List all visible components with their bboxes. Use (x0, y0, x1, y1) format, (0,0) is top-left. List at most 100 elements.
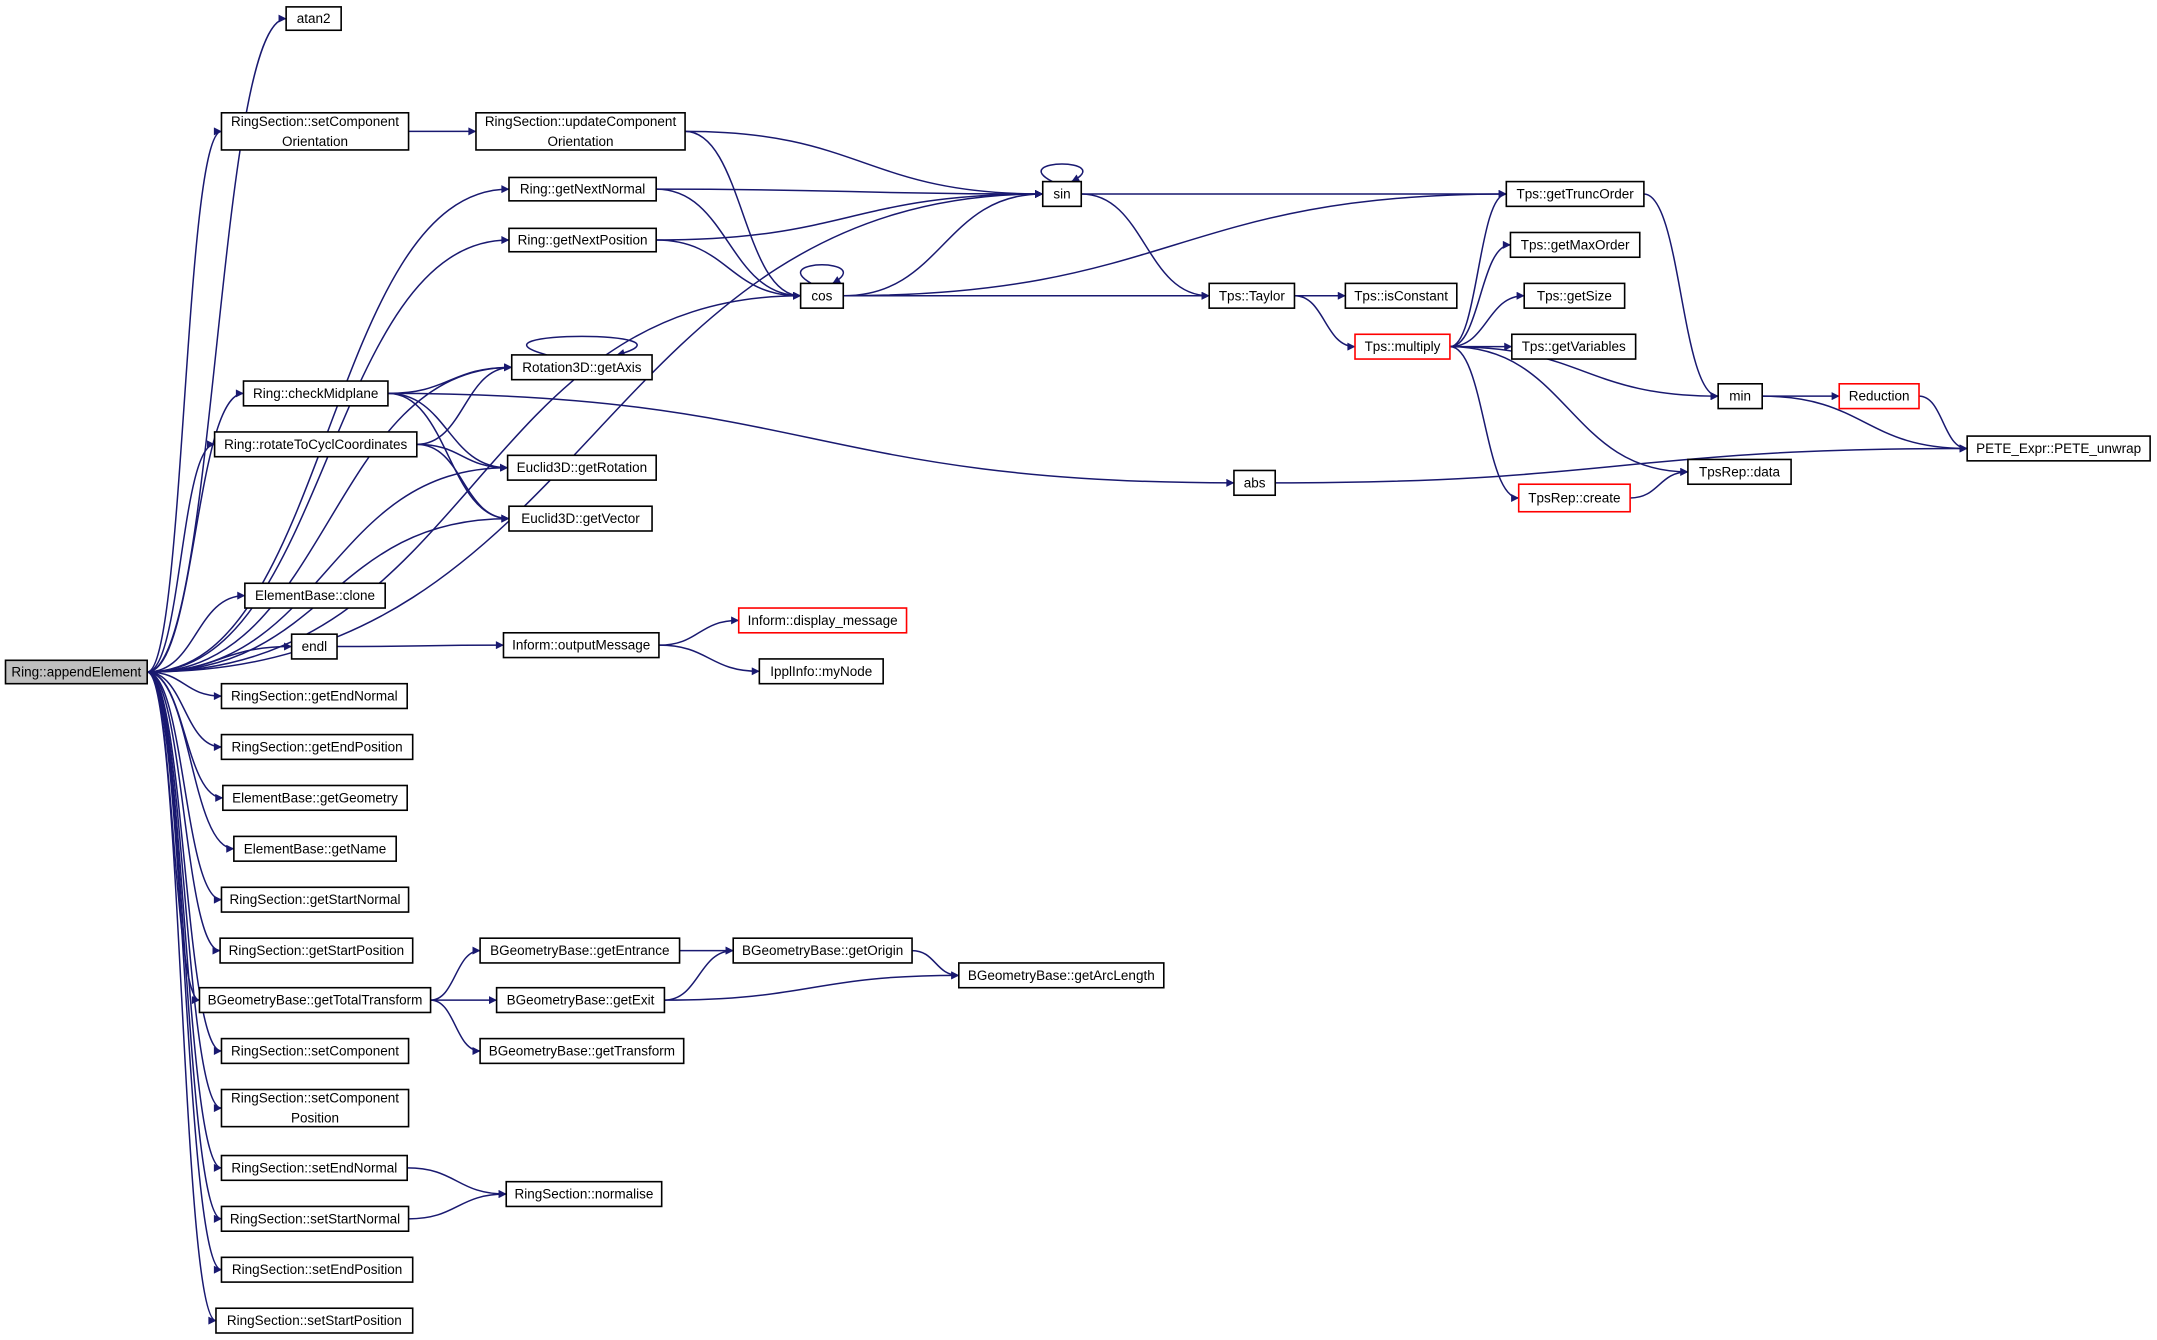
node-box (506, 454, 657, 481)
edge-n17-n21 (1762, 395, 1968, 453)
edge-n0-n26 (147, 591, 246, 673)
node-ringsection-setstartnormal[interactable]: RingSection::setStartNormal (220, 1205, 410, 1232)
node-ringsection-setstartposition[interactable]: RingSection::setStartPosition (215, 1307, 414, 1334)
edge-n3-n6 (685, 130, 1044, 198)
node-box (479, 1037, 685, 1065)
node-bgeometrybase-getexit[interactable]: BGeometryBase::getExit (495, 986, 666, 1014)
node-ringsection-setcomponent[interactable]: RingSection::setComponent (220, 1037, 410, 1065)
node-box (220, 886, 410, 913)
edge-n16-n20 (387, 392, 509, 472)
node-ring-checkmidplane[interactable]: Ring::checkMidplane (242, 380, 389, 407)
node-ringsection-getstartposition[interactable]: RingSection::getStartPosition (219, 937, 414, 964)
node-elementbase-clone[interactable]: ElementBase::clone (244, 582, 386, 609)
node-cos[interactable]: cos (799, 282, 845, 309)
node-bgeometrybase-getorigin[interactable]: BGeometryBase::getOrigin (732, 937, 913, 964)
node-rotation3d-getaxis[interactable]: Rotation3D::getAxis (510, 354, 653, 381)
node-label: RingSection::setComponent (231, 1091, 399, 1106)
node-box (508, 227, 657, 253)
node-bgeometrybase-getentrance[interactable]: BGeometryBase::getEntrance (479, 937, 681, 964)
node-bgeometrybase-gettransform[interactable]: BGeometryBase::getTransform (479, 1037, 685, 1065)
node-sin[interactable]: sin (1041, 180, 1083, 208)
node-label: Ring::getNextNormal (520, 182, 645, 197)
node-box (220, 1088, 410, 1128)
node-box (1233, 469, 1277, 497)
node-box (285, 6, 342, 32)
node-box (1717, 383, 1763, 410)
edge-n0-n36 (147, 671, 221, 955)
node-box (233, 835, 397, 862)
node-ring-getnextnormal[interactable]: Ring::getNextNormal (508, 176, 657, 202)
node-bgeometrybase-getarclength[interactable]: BGeometryBase::getArcLength (958, 962, 1165, 989)
node-label: ElementBase::getName (244, 841, 387, 856)
node-label: RingSection::setEndNormal (231, 1160, 397, 1175)
edge-n0-n35 (147, 671, 222, 904)
node-label: endl (302, 639, 328, 654)
edge-n38-n39 (912, 949, 960, 980)
node-tps-getmaxorder[interactable]: Tps::getMaxOrder (1509, 231, 1641, 259)
edge-n29-n30 (658, 644, 760, 676)
node-ringsection-getstartnormal[interactable]: RingSection::getStartNormal (220, 886, 410, 913)
node-tps-getvariables[interactable]: Tps::getVariables (1511, 333, 1637, 360)
node-box (242, 380, 389, 407)
node-label: BGeometryBase::getTransform (489, 1043, 675, 1058)
node-ringsection-setendnormal[interactable]: RingSection::setEndNormal (220, 1154, 408, 1182)
node-inform-display-message[interactable]: Inform::display_message (737, 607, 908, 634)
node-ipplinfo-mynode[interactable]: IpplInfo::myNode (758, 658, 884, 685)
edge-n13-n12 (1449, 291, 1525, 348)
node-ring-getnextposition[interactable]: Ring::getNextPosition (508, 227, 657, 253)
node-ringsection-setendposition[interactable]: RingSection::setEndPosition (220, 1256, 414, 1283)
node-ringsection-normalise[interactable]: RingSection::normalise (505, 1180, 663, 1208)
edge-n0-n44 (146, 671, 222, 1112)
node-tps-multiply[interactable]: Tps::multiply (1354, 333, 1451, 360)
node-tps-gettruncorder[interactable]: Tps::getTruncOrder (1505, 180, 1645, 208)
node-abs[interactable]: abs (1233, 469, 1277, 497)
call-edges (146, 14, 1968, 1325)
node-label: Euclid3D::getVector (521, 511, 640, 526)
node-tpsrep-data[interactable]: TpsRep::data (1687, 458, 1792, 486)
node-tps-isconstant[interactable]: Tps::isConstant (1344, 282, 1458, 309)
edge-n0-n4 (147, 185, 510, 673)
edge-n23-n21 (1275, 444, 1968, 484)
edge-n41-n39 (664, 971, 960, 1001)
node-label: Inform::display_message (748, 613, 898, 628)
edge-n41-n38 (664, 946, 734, 1001)
node-reduction[interactable]: Reduction (1838, 383, 1920, 410)
edge-n0-n40 (146, 671, 200, 1004)
node-box (510, 354, 653, 381)
node-ringsection-getendnormal[interactable]: RingSection::getEndNormal (220, 682, 408, 710)
node-ring-rotatetocyclcoordinates[interactable]: Ring::rotateToCyclCoordinates (213, 431, 418, 458)
node-box (220, 1037, 410, 1065)
node-label: RingSection::setComponent (231, 1043, 399, 1058)
node-euclid3d-getvector[interactable]: Euclid3D::getVector (508, 505, 653, 532)
node-pete-expr-pete-unwrap[interactable]: PETE_Expr::PETE_unwrap (1966, 435, 2151, 462)
node-bgeometrybase-gettotaltransform[interactable]: BGeometryBase::getTotalTransform (198, 986, 432, 1014)
node-atan2[interactable]: atan2 (285, 6, 342, 32)
node-tpsrep-create[interactable]: TpsRep::create (1517, 483, 1631, 513)
node-elementbase-getgeometry[interactable]: ElementBase::getGeometry (222, 784, 408, 812)
node-tps-getsize[interactable]: Tps::getSize (1523, 282, 1626, 309)
edge-n45-n46 (407, 1167, 507, 1199)
node-box (4, 659, 148, 685)
node-label: TpsRep::create (1528, 490, 1620, 505)
node-box (220, 1154, 408, 1182)
node-euclid3d-getrotation[interactable]: Euclid3D::getRotation (506, 454, 657, 481)
node-ringsection-getendposition[interactable]: RingSection::getEndPosition (220, 733, 414, 761)
node-min[interactable]: min (1717, 383, 1763, 410)
node-box (1511, 333, 1637, 360)
node-endl[interactable]: endl (290, 633, 338, 660)
edge-n10-n13 (1294, 295, 1356, 351)
edge-n8-n17 (1643, 193, 1719, 401)
node-ring-appendelement[interactable]: Ring::appendElement (4, 659, 148, 685)
node-elementbase-getname[interactable]: ElementBase::getName (233, 835, 397, 862)
edge-n13-n22 (1449, 345, 1689, 476)
edge-n40-n37 (430, 946, 481, 1001)
node-inform-outputmessage[interactable]: Inform::outputMessage (502, 631, 660, 659)
node-box (1509, 231, 1641, 259)
node-label: Orientation (282, 134, 348, 149)
edge-n0-n7 (147, 291, 802, 673)
node-tps-taylor[interactable]: Tps::Taylor (1208, 282, 1296, 309)
node-box (475, 112, 686, 151)
